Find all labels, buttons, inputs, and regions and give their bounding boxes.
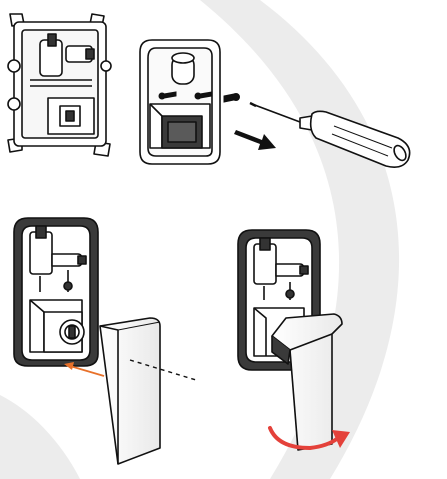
mixer-with-cartridge-left — [13, 217, 99, 367]
mixer-valve-body — [7, 13, 112, 157]
screw-icon — [158, 91, 240, 103]
screwdriver-icon — [249, 101, 411, 168]
alignment-guide-line — [129, 359, 197, 381]
rotate-arrow-icon — [268, 426, 350, 451]
lever-handle-left — [99, 317, 161, 465]
arrow-right-icon — [234, 130, 276, 150]
arrow-left-icon — [64, 362, 105, 377]
lever-handle-right — [271, 313, 343, 451]
cover-plate — [139, 39, 221, 165]
